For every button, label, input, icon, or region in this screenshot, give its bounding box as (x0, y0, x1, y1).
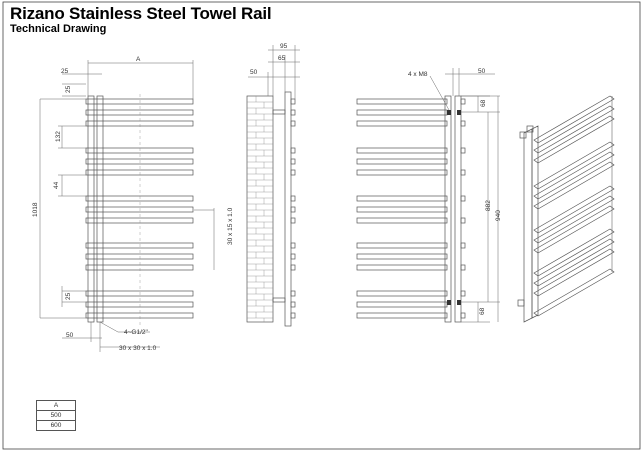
side-dim-wall: 50 (250, 69, 258, 76)
rear-right-upright (454, 95, 462, 323)
rear-dim-top: 68 (480, 99, 487, 107)
front-dim-pipe-offset: 50 (66, 332, 74, 339)
rear-view (356, 68, 500, 323)
rear-bars (356, 98, 448, 319)
iso-bars (533, 95, 615, 317)
side-upright (284, 91, 292, 327)
brick-pattern (247, 96, 273, 322)
isometric-view (517, 95, 615, 323)
rear-bar-stubs (460, 98, 466, 319)
front-bar-section: 30 x 15 x 1.0 (227, 207, 234, 245)
side-view (246, 45, 300, 327)
front-dimensions (39, 60, 215, 352)
front-connection-note: 4~G1/2" (124, 329, 149, 336)
drawing-subtitle: Technical Drawing (10, 23, 107, 35)
iso-top-bracket-a (519, 131, 527, 139)
iso-top-bracket-b (526, 125, 534, 133)
front-dim-height: 1018 (32, 202, 39, 217)
side-bottom-bracket (272, 297, 286, 303)
iso-bottom-bracket (517, 299, 525, 307)
front-dim-pitch: 132 (55, 131, 62, 142)
brick-wall (246, 95, 274, 323)
rear-dim-height: 940 (495, 210, 502, 221)
rear-fixings (447, 110, 461, 305)
side-dim-depth: 95 (280, 43, 288, 50)
size-table: A 500 600 (36, 400, 76, 431)
side-dimensions (248, 45, 300, 99)
front-right-upright (96, 95, 104, 323)
iso-upright-front (523, 128, 533, 323)
front-dim-width: A (136, 56, 141, 63)
size-table-row: 600 (36, 420, 76, 431)
front-dimension-labels: A 25 25 132 44 1018 25 50 4~G1/2" 30 x 1… (32, 56, 234, 352)
front-dim-gap: 44 (53, 181, 60, 189)
rear-dimensions (429, 68, 500, 323)
front-upright-section: 30 x 30 x 1.0 (119, 345, 157, 352)
rear-left-upright (444, 95, 452, 323)
side-top-bracket (272, 109, 286, 115)
side-dim-upright: 65 (278, 55, 286, 62)
rear-dim-bottom: 68 (479, 307, 486, 315)
rear-dim-centres: 882 (485, 200, 492, 211)
rear-dimension-labels: 4 x M8 50 68 882 940 68 (408, 68, 502, 315)
front-left-upright (87, 95, 95, 323)
drawing-title: Rizano Stainless Steel Towel Rail (10, 4, 272, 23)
front-dim-top-gap: 25 (65, 85, 72, 93)
rear-dim-side: 50 (478, 68, 486, 75)
front-view (39, 60, 215, 352)
front-dim-bottom-gap: 25 (65, 292, 72, 300)
size-table-header: A (36, 400, 76, 411)
front-bars (85, 98, 194, 319)
front-dim-left-offset: 25 (61, 68, 69, 75)
side-bar-ends (290, 98, 296, 319)
side-dimension-labels: 95 65 50 (250, 43, 288, 76)
rear-fixing-note: 4 x M8 (408, 71, 428, 78)
size-table-row: 500 (36, 410, 76, 421)
iso-upright-side (531, 125, 539, 319)
